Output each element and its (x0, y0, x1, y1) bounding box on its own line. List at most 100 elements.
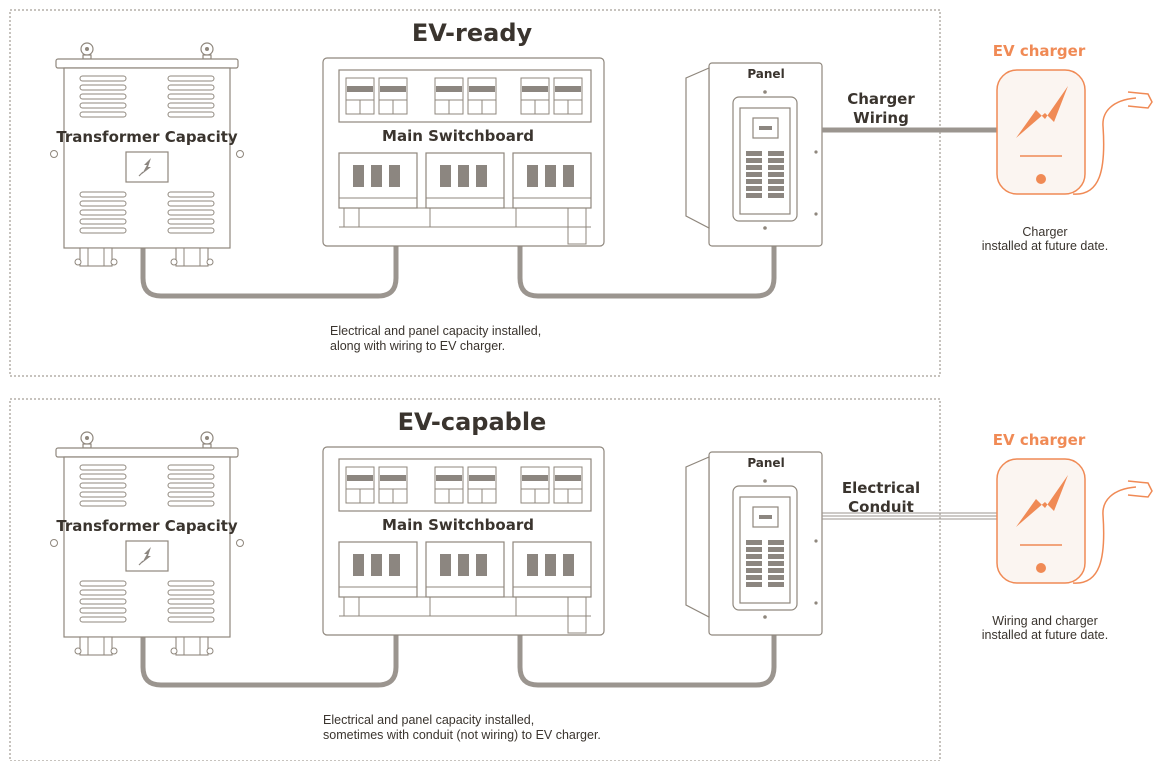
switch-handle (389, 554, 400, 576)
switchboard-to-panel-wire (517, 635, 777, 688)
switch-handle (527, 554, 538, 576)
section-caption: along with wiring to EV charger. (330, 339, 505, 353)
branch-breaker (746, 151, 762, 156)
section-title: EV-capable (398, 408, 547, 436)
switch-handle (371, 165, 382, 187)
section-title: EV-ready (412, 19, 533, 47)
panel-label: Panel (747, 67, 784, 81)
vent-slot (79, 218, 127, 225)
vent-slot (79, 209, 127, 216)
vent-slot (167, 607, 215, 614)
transformer-label: Transformer Capacity (56, 517, 238, 535)
vent-slot (167, 209, 215, 216)
switch-handle (476, 165, 487, 187)
switch-handle (440, 165, 451, 187)
branch-breaker (768, 151, 784, 156)
section-caption: Electrical and panel capacity installed, (330, 324, 541, 338)
status-light-icon (1036, 174, 1046, 184)
main-switchboard: Main Switchboard (322, 57, 605, 247)
switchboard-label: Main Switchboard (382, 127, 534, 145)
panel-door (685, 456, 710, 618)
vent-slot (79, 491, 127, 498)
vent-slot (167, 102, 215, 109)
vent-slot (167, 616, 215, 623)
vent-slot (167, 473, 215, 480)
panel-label: Panel (747, 456, 784, 470)
switchboard-label: Main Switchboard (382, 516, 534, 534)
vent-slot (167, 598, 215, 605)
vent-slot (79, 93, 127, 100)
branch-breaker (746, 186, 762, 191)
branch-breaker (746, 568, 762, 573)
charger-caption: Charger (1022, 225, 1067, 239)
transformer-foot (79, 247, 113, 267)
transformer-to-switchboard-wire (140, 246, 399, 299)
ev-charger-title: EV charger (993, 42, 1086, 60)
vent-slot (167, 84, 215, 91)
breaker-module (378, 466, 408, 504)
switch-handle (440, 554, 451, 576)
transformer: Transformer Capacity (50, 42, 244, 267)
switch-handle (458, 554, 469, 576)
vent-slot (79, 607, 127, 614)
vent-slot (79, 580, 127, 587)
status-light-icon (1036, 563, 1046, 573)
branch-breaker (746, 575, 762, 580)
branch-breaker (746, 582, 762, 587)
lightning-icon (142, 158, 151, 174)
switch-handle (476, 554, 487, 576)
charging-cable (1072, 97, 1137, 195)
section-border (9, 9, 941, 377)
vent-slot (167, 589, 215, 596)
vent-slot (79, 500, 127, 507)
ev-charger-body (996, 69, 1086, 195)
transformer-foot (79, 636, 113, 656)
connection-label: Wiring (853, 109, 909, 127)
switch-handle (563, 165, 574, 187)
branch-breaker (768, 575, 784, 580)
charger-caption: installed at future date. (982, 628, 1108, 642)
vent-slot (167, 191, 215, 198)
vent-slot (79, 616, 127, 623)
vent-slot (79, 482, 127, 489)
connection-label: Charger (847, 90, 915, 108)
transformer-foot (175, 636, 209, 656)
vent-slot (79, 75, 127, 82)
switch-handle (353, 554, 364, 576)
lightning-icon (1016, 86, 1068, 138)
vent-slot (167, 580, 215, 587)
vent-slot (79, 191, 127, 198)
vent-slot (167, 111, 215, 118)
switch-handle (563, 554, 574, 576)
section-caption: sometimes with conduit (not wiring) to E… (323, 728, 601, 742)
switch-handle (389, 165, 400, 187)
transformer-label: Transformer Capacity (56, 128, 238, 146)
branch-breaker (768, 554, 784, 559)
lightning-icon (142, 547, 151, 563)
vent-slot (79, 200, 127, 207)
vent-slot (79, 473, 127, 480)
vent-slot (79, 111, 127, 118)
vent-slot (167, 218, 215, 225)
branch-breaker (768, 158, 784, 163)
branch-breaker (768, 193, 784, 198)
charging-cable (1072, 486, 1137, 584)
branch-breaker (746, 158, 762, 163)
charger-caption: Wiring and charger (992, 614, 1098, 628)
branch-breaker (746, 540, 762, 545)
bus-wiring (140, 246, 777, 299)
branch-breaker (746, 554, 762, 559)
branch-breaker (768, 582, 784, 587)
switch-handle (371, 554, 382, 576)
electrical-panel: Panel (685, 451, 823, 636)
switch-handle (545, 554, 556, 576)
branch-breaker (768, 186, 784, 191)
branch-breaker (746, 172, 762, 177)
main-switchboard: Main Switchboard (322, 446, 605, 636)
charging-plug-icon (1127, 480, 1153, 498)
